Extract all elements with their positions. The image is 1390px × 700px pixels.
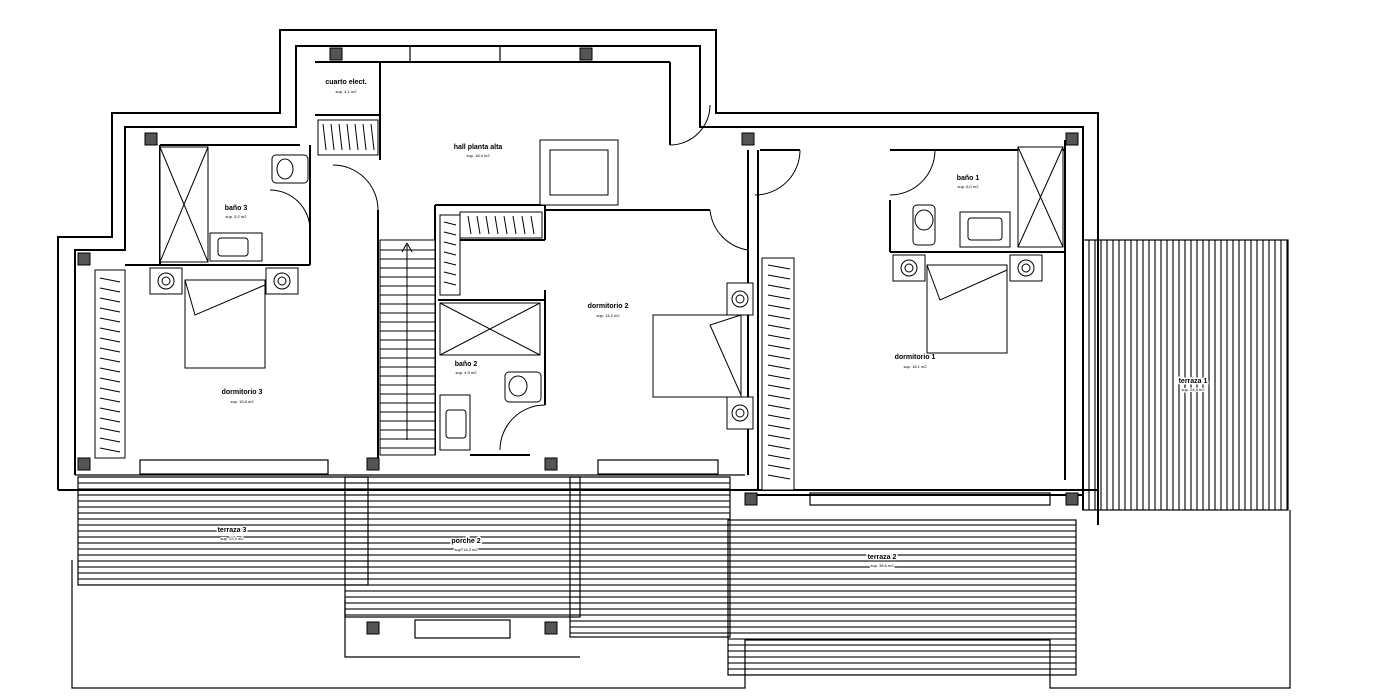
beds	[149, 254, 1043, 430]
label-hall: hall planta alta	[454, 144, 503, 151]
area-hall: sup. 18,4 m2	[466, 153, 490, 158]
label-terraza-2: terraza 2	[868, 554, 897, 561]
site-outline	[71, 510, 1291, 689]
door-swings	[269, 104, 936, 451]
label-dormitorio-1: dormitorio 1	[895, 354, 936, 361]
staircase	[379, 239, 436, 456]
terraza-2-deck-a	[569, 476, 731, 638]
label-bano-2: baño 2	[455, 361, 478, 368]
area-terraza-3: sup. 22,0 m2	[220, 536, 244, 541]
terraza-2-deck-b	[727, 519, 1077, 676]
terrace-decks	[77, 239, 1289, 676]
wardrobes	[94, 119, 795, 491]
label-terraza-1: terraza 1	[1179, 378, 1208, 385]
label-bano-1: baño 1	[957, 175, 980, 182]
area-cuarto-electrico: sup. 4,1 m2	[336, 89, 358, 94]
area-terraza-1: sup. 24,5 m2	[1181, 387, 1205, 392]
room-labels: cuarto elect. sup. 4,1 m2 hall planta al…	[216, 79, 1209, 569]
area-dormitorio-1: sup. 18,1 m2	[903, 364, 927, 369]
area-dormitorio-2: sup. 14,2 m2	[596, 313, 620, 318]
area-dormitorio-3: sup. 15,8 m2	[230, 399, 254, 404]
label-bano-3: baño 3	[225, 205, 248, 212]
windows	[139, 45, 1051, 639]
label-cuarto-electrico: cuarto elect.	[325, 79, 366, 86]
terraza-1-deck	[1082, 239, 1289, 511]
area-bano-2: sup. 4,9 m2	[456, 370, 478, 375]
terraza-3-deck	[77, 476, 369, 586]
sanitary-fixtures	[209, 154, 1011, 451]
columns	[77, 47, 1079, 635]
label-dormitorio-2: dormitorio 2	[588, 303, 629, 310]
exterior-walls	[57, 29, 1099, 525]
label-porche: porche 2	[451, 538, 480, 545]
area-bano-3: sup. 5,2 m2	[226, 214, 248, 219]
label-terraza-3: terraza 3	[218, 527, 247, 534]
label-dormitorio-3: dormitorio 3	[222, 389, 263, 396]
area-bano-1: sup. 6,0 m2	[958, 184, 980, 189]
porche-deck	[344, 476, 581, 618]
showers	[159, 139, 1064, 356]
area-porche: sup. 14,3 m2	[454, 547, 478, 552]
area-terraza-2: sup. 38,6 m2	[870, 563, 894, 568]
